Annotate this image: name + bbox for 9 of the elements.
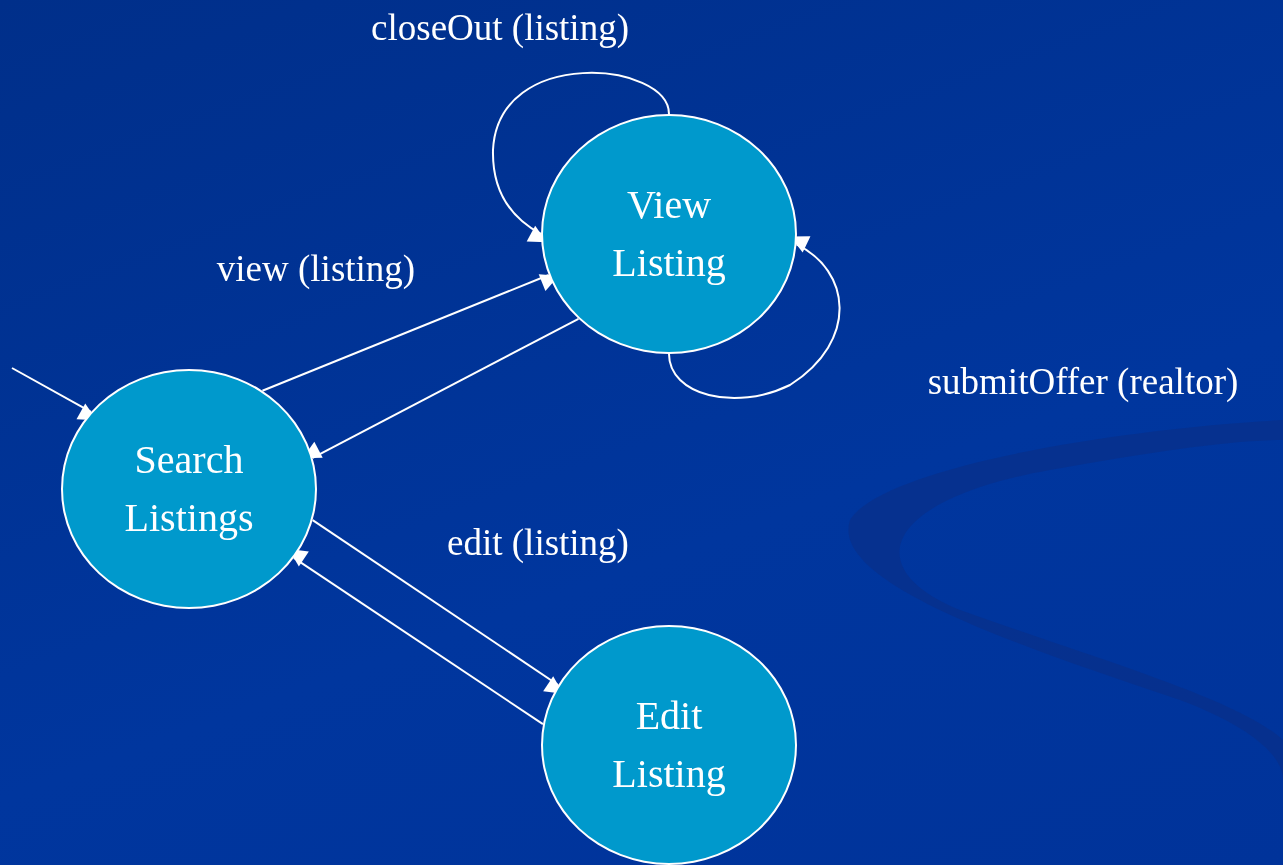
state-name: Search Listings (123, 436, 255, 542)
edge-label: view (listing) (216, 246, 416, 290)
arrow (668, 236, 841, 400)
state-name: Edit Listing (611, 692, 727, 798)
state-name: View Listing (611, 181, 727, 287)
edge-label: edit (listing) (447, 520, 629, 564)
edge-label: submitOffer (realtor) (927, 359, 1239, 403)
arrow (492, 72, 670, 243)
edge-label: closeOut (listing) (371, 5, 629, 49)
